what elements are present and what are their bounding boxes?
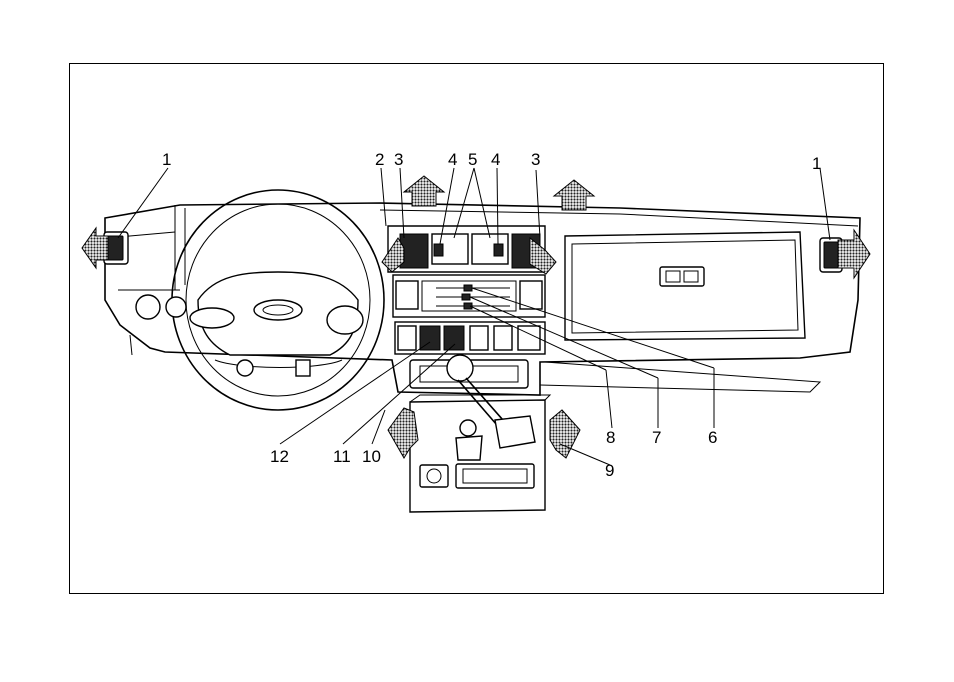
glove-box [565,232,805,340]
callout-12: 12 [270,447,289,466]
callout-4-right: 4 [491,150,500,169]
callout-1-left: 1 [162,150,171,169]
center-vent-panel [388,226,545,272]
callout-10: 10 [362,447,381,466]
callout-2: 2 [375,150,384,169]
callout-1-right: 1 [812,154,821,173]
callout-3-right: 3 [531,150,540,169]
callout-7: 7 [652,428,661,447]
callout-6: 6 [708,428,717,447]
callout-4-left: 4 [448,150,457,169]
callout-8: 8 [606,428,615,447]
callout-5: 5 [468,150,477,169]
heater-control-panel [393,275,545,317]
callout-3-left: 3 [394,150,403,169]
callout-11: 11 [333,447,351,466]
instrument-cluster-left [130,295,186,355]
steering-wheel [172,190,384,410]
callout-9: 9 [605,461,614,480]
